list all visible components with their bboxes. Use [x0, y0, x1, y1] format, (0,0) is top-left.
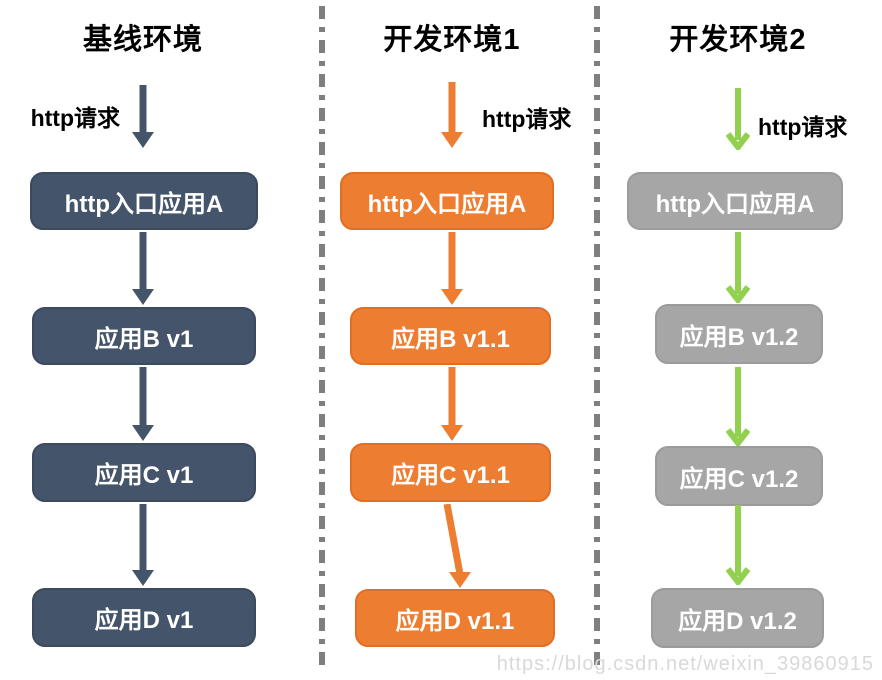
- node-dev1-app-b: 应用B v1.1: [350, 307, 551, 365]
- watermark-url: https://blog.csdn.net/weixin_39860915: [496, 653, 874, 675]
- flow-arrow-baseline-c-d: [132, 504, 154, 586]
- title-dev-env-1: 开发环境1: [383, 24, 521, 56]
- node-baseline-app-d: 应用D v1: [32, 588, 256, 647]
- title-dev-env-2: 开发环境2: [669, 24, 807, 56]
- node-dev1-app-d: 应用D v1.1: [355, 589, 555, 647]
- flow-arrow-dev1-c-d: [443, 504, 471, 588]
- node-dev2-entry-a: http入口应用A: [627, 172, 843, 230]
- node-dev2-app-b: 应用B v1.2: [655, 304, 823, 364]
- node-baseline-app-b: 应用B v1: [32, 307, 256, 365]
- node-dev1-app-c: 应用C v1.1: [350, 443, 551, 502]
- flow-arrow-dev1-a-b: [441, 232, 463, 305]
- title-baseline-env: 基线环境: [82, 24, 203, 56]
- flow-arrow-dev2-a-b: [725, 232, 751, 303]
- node-dev1-entry-a: http入口应用A: [340, 172, 554, 230]
- node-dev2-app-c: 应用C v1.2: [655, 446, 823, 506]
- flow-arrow-baseline-b-c: [132, 367, 154, 441]
- http-request-label-dev2: http请求: [758, 114, 848, 140]
- dashed-separator-2: [594, 6, 600, 672]
- flow-arrow-dev2-b-c: [725, 367, 751, 446]
- flow-arrow-dev1-b-c: [441, 367, 463, 441]
- dashed-separator-1: [319, 6, 325, 672]
- http-request-label-baseline: http请求: [30, 105, 120, 131]
- http-request-arrow-dev2: [725, 88, 751, 150]
- flow-arrow-dev2-c-d: [725, 505, 751, 585]
- http-request-arrow-baseline: [132, 85, 154, 148]
- http-request-label-dev1: http请求: [482, 106, 572, 132]
- node-dev2-app-d: 应用D v1.2: [651, 588, 824, 648]
- http-request-arrow-dev1: [441, 82, 463, 148]
- flow-arrow-baseline-a-b: [132, 232, 154, 305]
- node-baseline-app-c: 应用C v1: [32, 443, 256, 502]
- node-baseline-entry-a: http入口应用A: [30, 172, 258, 230]
